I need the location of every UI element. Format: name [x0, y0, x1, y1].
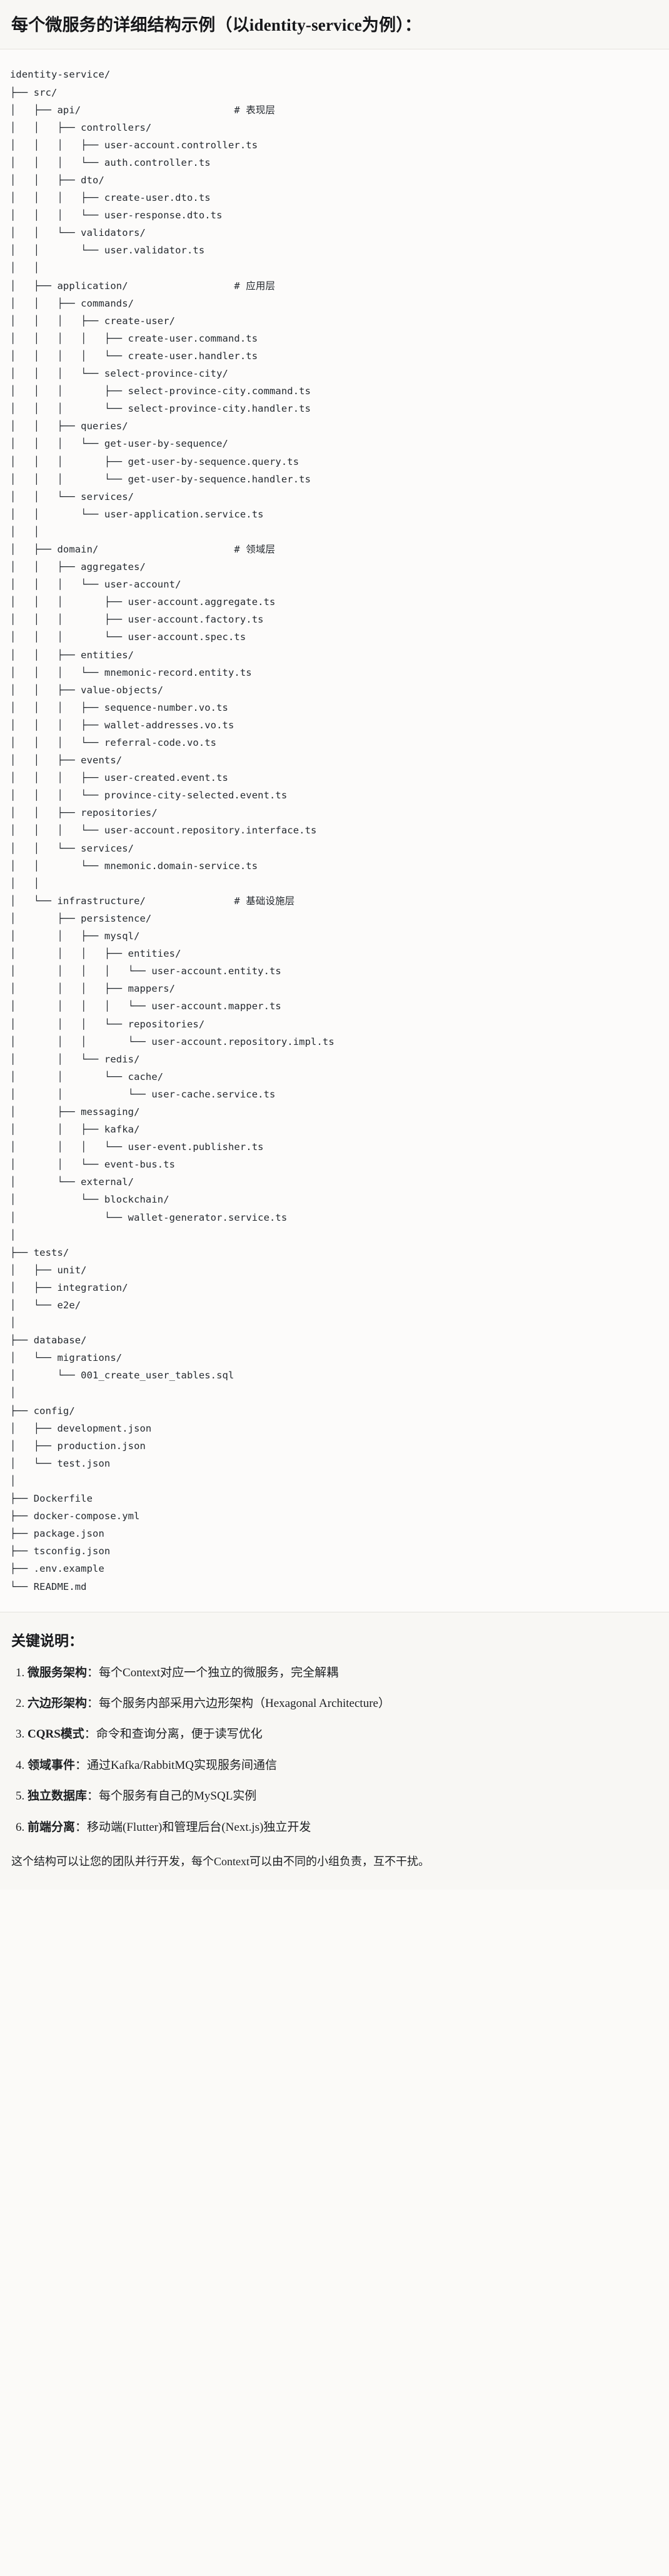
- note-term: 独立数据库: [28, 1789, 88, 1803]
- list-item: 领域事件：通过Kafka/RabbitMQ实现服务间通信: [28, 1756, 658, 1774]
- heading-section: 每个微服务的详细结构示例（以identity-service为例）：: [0, 0, 669, 50]
- note-desc: ：每个Context对应一个独立的微服务，完全解耦: [87, 1666, 339, 1679]
- note-desc: ：每个服务内部采用六边形架构（Hexagonal Architecture）: [87, 1697, 390, 1711]
- note-term: 六边形架构: [28, 1697, 88, 1711]
- directory-tree-block: identity-service/ ├── src/ │ ├── api/ # …: [0, 49, 669, 1612]
- note-desc: ：通过Kafka/RabbitMQ实现服务间通信: [75, 1758, 277, 1772]
- list-item: 前端分离：移动端(Flutter)和管理后台(Next.js)独立开发: [28, 1818, 658, 1836]
- key-notes-list: 微服务架构：每个Context对应一个独立的微服务，完全解耦 六边形架构：每个服…: [11, 1664, 658, 1837]
- key-notes-section: 关键说明： 微服务架构：每个Context对应一个独立的微服务，完全解耦 六边形…: [0, 1612, 669, 1890]
- note-desc: ：移动端(Flutter)和管理后台(Next.js)独立开发: [75, 1820, 311, 1834]
- note-desc: ：每个服务有自己的MySQL实例: [87, 1789, 257, 1803]
- list-item: 六边形架构：每个服务内部采用六边形架构（Hexagonal Architectu…: [28, 1694, 658, 1713]
- directory-tree: identity-service/ ├── src/ │ ├── api/ # …: [10, 69, 334, 1592]
- list-item: CQRS模式：命令和查询分离，便于读写优化: [28, 1725, 658, 1743]
- document-page: 每个微服务的详细结构示例（以identity-service为例）： ident…: [0, 0, 669, 1890]
- key-notes-title: 关键说明：: [11, 1632, 83, 1649]
- list-item: 微服务架构：每个Context对应一个独立的微服务，完全解耦: [28, 1664, 658, 1682]
- note-term: CQRS模式: [28, 1728, 84, 1741]
- note-term: 前端分离: [28, 1820, 76, 1834]
- list-item: 独立数据库：每个服务有自己的MySQL实例: [28, 1787, 658, 1805]
- note-term: 领域事件: [28, 1758, 76, 1772]
- closing-paragraph: 这个结构可以让您的团队并行开发，每个Context可以由不同的小组负责，互不干扰…: [11, 1855, 430, 1868]
- page-title: 每个微服务的详细结构示例（以identity-service为例）：: [11, 16, 422, 34]
- note-desc: ：命令和查询分离，便于读写优化: [84, 1728, 263, 1741]
- note-term: 微服务架构: [28, 1666, 88, 1679]
